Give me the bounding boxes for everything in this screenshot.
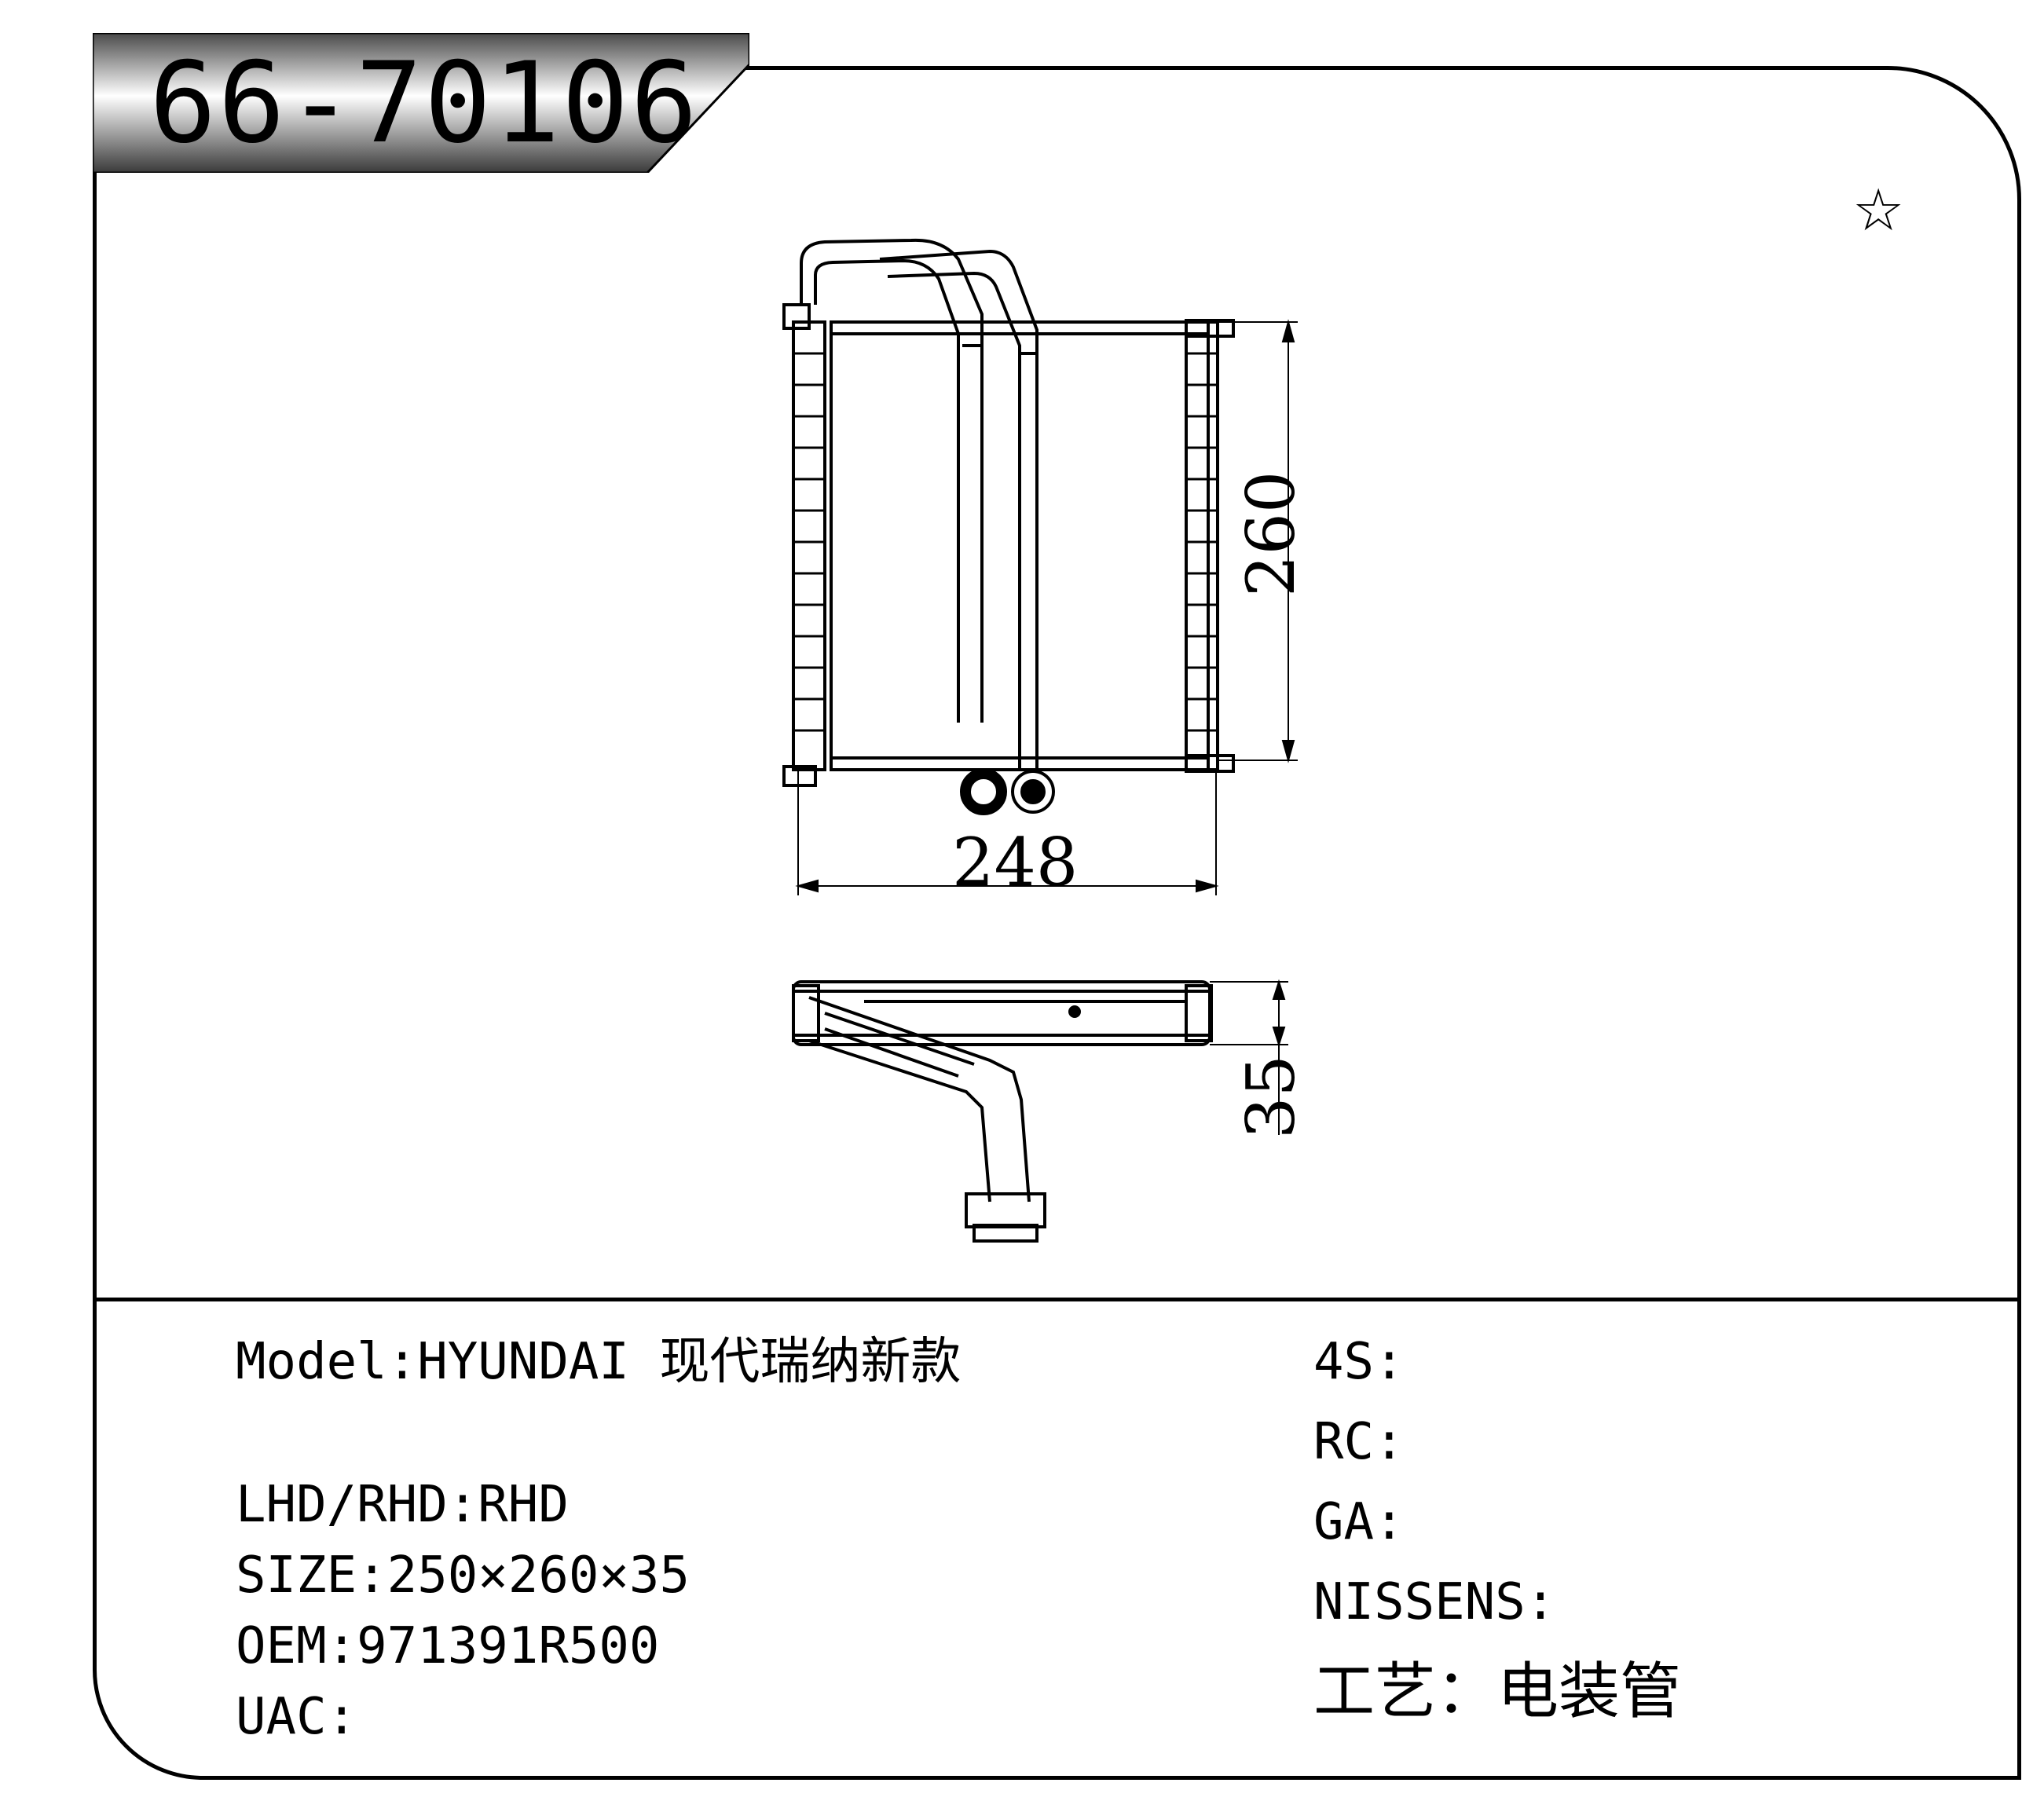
uac-line: UAC: — [236, 1688, 357, 1746]
section-divider — [93, 1298, 2021, 1301]
part-number: 66-70106 — [149, 38, 699, 168]
sheet-frame — [93, 66, 2021, 1780]
drive-side-line: LHD/RHD:RHD — [236, 1476, 569, 1534]
front-view-drawing — [782, 238, 1298, 895]
rc-line: RC: — [1313, 1413, 1405, 1471]
ga-line: GA: — [1313, 1493, 1405, 1551]
star-outline-icon: ☆ — [1852, 177, 1905, 244]
process-line: 工艺：电装管 — [1313, 1656, 1682, 1727]
title-tab — [93, 33, 749, 173]
nissens-line: NISSENS: — [1313, 1573, 1556, 1631]
oem-line: OEM:971391R500 — [236, 1617, 660, 1675]
height-dimension-label: 260 — [1233, 470, 1310, 597]
model-line: Model:HYUNDAI 现代瑞纳新款 — [236, 1333, 962, 1391]
width-dimension-label: 248 — [952, 824, 1079, 901]
side-view-drawing — [792, 979, 1288, 1243]
size-line: SIZE:250×260×35 — [236, 1547, 690, 1605]
dealer-4s-line: 4S: — [1313, 1333, 1405, 1391]
